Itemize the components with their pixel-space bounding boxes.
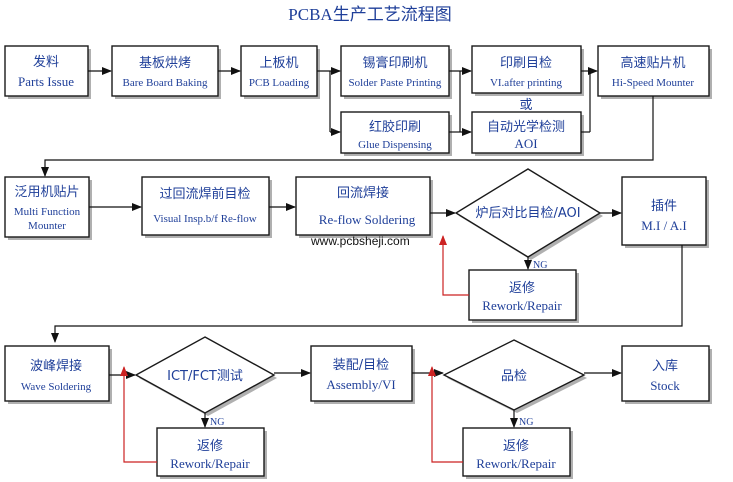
step-label-cn: 印刷目检 [500,56,552,71]
step-hi-speed-mounter: 高速贴片机 Hi-Speed Mounter [597,45,712,99]
step-label-en: Hi-Speed Mounter [612,77,695,89]
decision-label: ICT/FCT测试 [167,369,243,384]
step-label-en: VI.after printing [490,77,563,89]
step-label-cn: 发料 [33,54,59,70]
step-label-cn: 基板烘烤 [139,56,191,71]
step-label-cn: 上板机 [259,56,298,71]
step-label-cn: 高速贴片机 [620,55,685,71]
step-label-en: Multi Function [14,206,81,218]
step-label-cn: 回流焊接 [337,185,389,201]
step-rework-repair-2: 返修 Rework/Repair [156,427,267,479]
step-label-cn: 入库 [652,358,678,374]
step-label-en: Solder Paste Printing [349,77,442,89]
step-aoi: 自动光学检测 AOI [471,111,584,156]
step-stock: 入库 Stock [621,345,712,404]
step-label-en: Rework/Repair [476,456,556,471]
decision-label: 品检 [501,369,527,384]
step-wave-soldering: 波峰焊接 Wave Soldering [4,345,112,404]
step-label-en: Stock [650,378,680,393]
step-label-cn: 插件 [651,199,677,214]
step-label-en: Assembly/VI [326,377,395,392]
step-label-en: Bare Board Baking [123,77,208,89]
step-rework-repair-1: 返修 Rework/Repair [468,269,579,323]
ng-label: NG [519,417,533,428]
step-pcb-loading: 上板机 PCB Loading [240,45,320,99]
step-label-en: Rework/Repair [482,298,562,313]
step-label-en: Parts Issue [18,74,74,89]
step-vi-after-printing: 印刷目检 VI.after printing [471,45,584,96]
row2-connectors: NG [51,203,683,343]
step-visual-insp-before-reflow: 过回流焊前目检 Visual Insp.b/f Re-flow [141,176,272,238]
step-label-cn: 返修 [197,439,223,454]
or-label: 或 [519,98,532,113]
row3-connectors: NG NG [109,366,622,463]
step-label-en: Wave Soldering [21,381,92,393]
step-label-cn: 锡膏印刷机 [362,55,427,71]
step-assembly-vi: 装配/目检 Assembly/VI [310,345,415,404]
step-label-cn: 波峰焊接 [30,358,82,374]
step-label-en: Rework/Repair [170,456,250,471]
step-label-cn: 红胶印刷 [369,119,421,135]
step-label-cn: 过回流焊前目检 [159,186,250,202]
step-label-cn: 装配/目检 [333,358,389,373]
decision-post-reflow-check: 炉后对比目检/AOI [454,168,603,260]
step-label-en: PCB Loading [249,77,310,89]
step-label-en: Visual Insp.b/f Re-flow [153,213,257,225]
step-label-en: Glue Dispensing [358,139,432,151]
step-label-en: Mounter [28,220,66,232]
step-label-cn: 自动光学检测 [487,119,565,135]
step-label-en: Re-flow Soldering [319,212,416,227]
step-label-en: M.I / A.I [641,218,687,233]
step-multi-function-mounter: 泛用机贴片 Multi Function Mounter [4,176,92,240]
chart-title: PCBA生产工艺流程图 [288,5,451,24]
step-label-cn: 泛用机贴片 [14,185,79,200]
decision-quality-check: 品检 [442,339,587,413]
step-solder-paste-printing: 锡膏印刷机 Solder Paste Printing [340,45,452,99]
row1-connectors [41,67,654,177]
ng-label: NG [210,417,224,428]
watermark: www.pcbsheji.com [310,234,410,248]
step-rework-repair-3: 返修 Rework/Repair [462,427,573,479]
step-mi-ai: 插件 M.I / A.I [621,176,709,248]
step-label-en: AOI [514,136,537,151]
step-label-cn: 返修 [503,439,529,454]
ng-label: NG [533,260,547,271]
step-bare-board-baking: 基板烘烤 Bare Board Baking [111,45,221,99]
step-glue-dispensing: 红胶印刷 Glue Dispensing [340,111,452,156]
step-label-cn: 返修 [509,281,535,296]
step-parts-issue: 发料 Parts Issue [4,45,91,99]
step-reflow-soldering: 回流焊接 Re-flow Soldering [295,176,433,238]
decision-ict-fct: ICT/FCT测试 [134,336,277,416]
decision-label: 炉后对比目检/AOI [475,206,580,221]
